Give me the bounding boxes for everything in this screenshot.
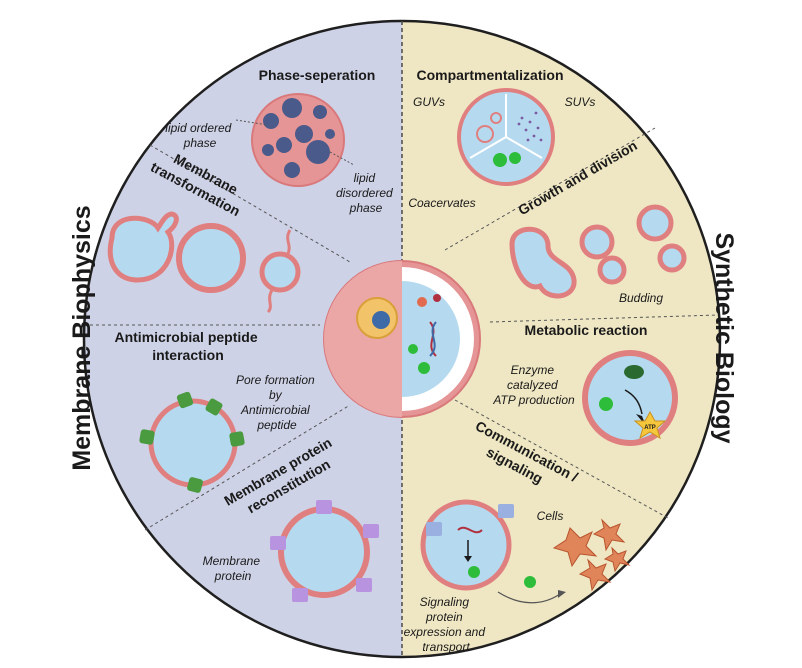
enzyme-label: Enzyme catalyzed ATP production	[492, 363, 575, 407]
compartment-vesicle	[457, 88, 555, 186]
dividing-vesicles	[509, 204, 687, 299]
guvs-label: GUVs	[413, 95, 445, 109]
lipid-disordered-label: lipid disordered phase	[336, 171, 396, 215]
antimicrobial-peptides	[139, 391, 245, 493]
right-half-background	[402, 21, 720, 657]
atp-label: ATP	[644, 425, 656, 431]
coacervates-label: Coacervates	[408, 196, 475, 210]
phase-separated-vesicle	[251, 93, 345, 187]
cells-cluster	[552, 518, 631, 592]
peptide-vesicle	[148, 398, 238, 488]
metabolic-reaction-title: Metabolic reaction	[525, 322, 648, 338]
lipid-ordered-label: lipid ordered phase	[165, 121, 234, 150]
suv-dots	[517, 111, 543, 142]
atp-star	[633, 410, 667, 440]
metabolic-vesicle	[582, 350, 678, 446]
cells-label: Cells	[537, 509, 564, 523]
center-lipid-cell	[323, 260, 481, 418]
signaling-vesicle	[420, 499, 566, 604]
pore-formation-label: Pore formation by Antimicrobial peptide	[236, 373, 318, 432]
membrane-protein-label: Membrane protein	[203, 554, 264, 583]
suvs-label: SUVs	[565, 95, 596, 109]
sector-dividers	[84, 127, 719, 531]
signaling-protein-label: Signaling protein expression and transpo…	[404, 595, 489, 654]
proteoliposome	[270, 500, 379, 602]
antimicrobial-peptide-title: Antimicrobial peptide interaction	[114, 329, 261, 363]
left-title: Membrane Biophysics	[68, 205, 96, 470]
right-title: Synthetic Biology	[710, 232, 738, 443]
transforming-vesicles	[107, 211, 301, 314]
budding-label: Budding	[619, 291, 663, 305]
phase-separation-title: Phase-seperation	[259, 67, 376, 83]
compartmentalization-title: Compartmentalization	[416, 67, 563, 83]
